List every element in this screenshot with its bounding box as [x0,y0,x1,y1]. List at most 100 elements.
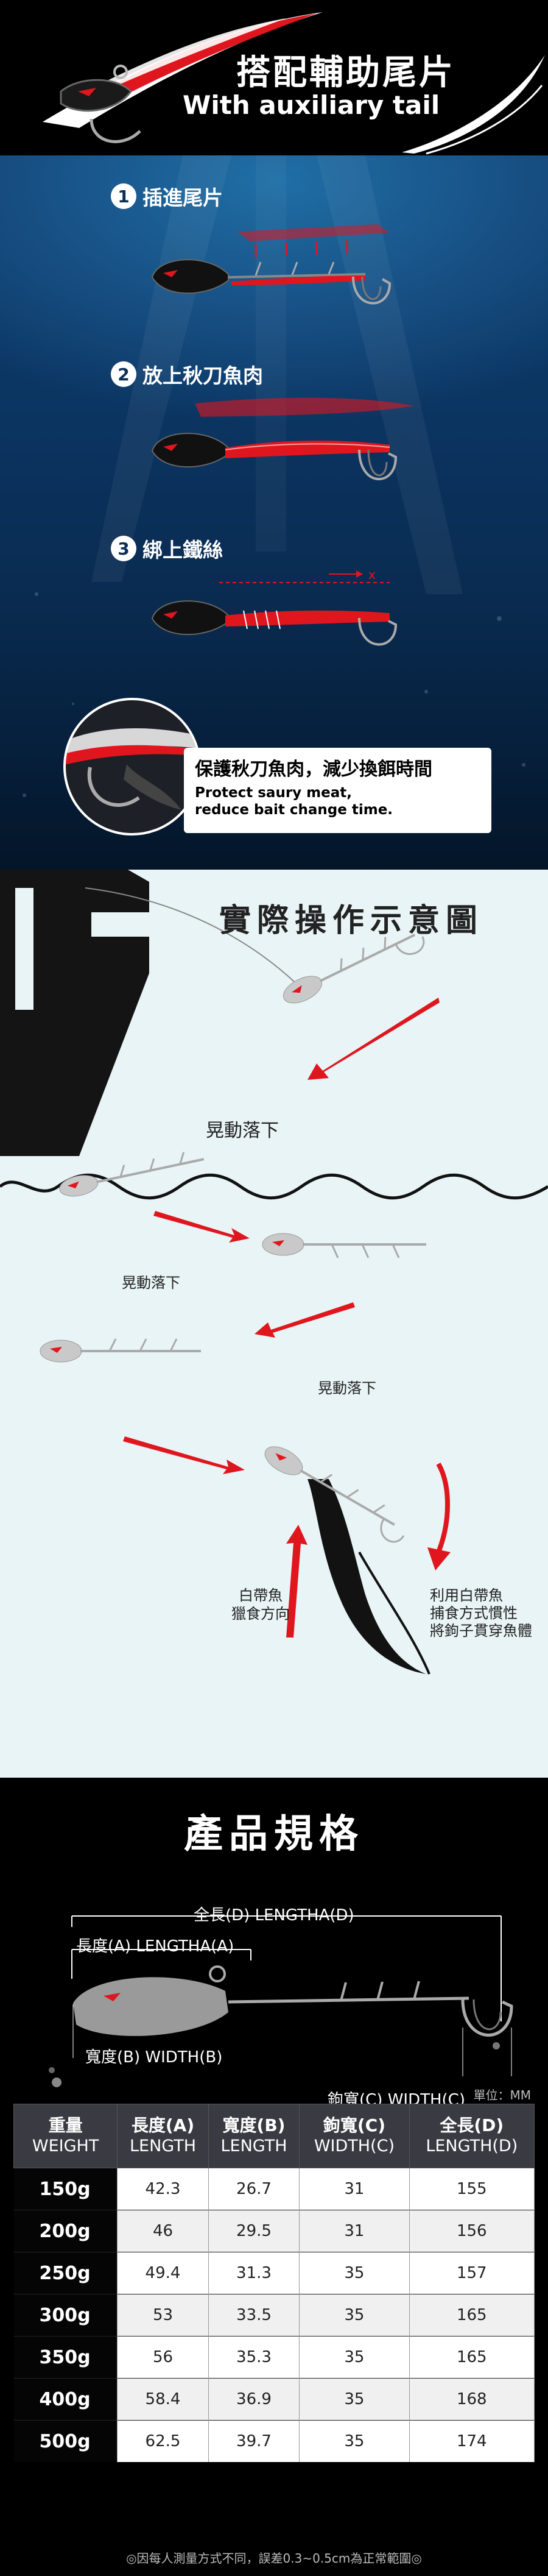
col-width-b-cn: 寬度(B) [222,2115,286,2135]
cell-length-a: 42.3 [117,2168,209,2210]
col-weight-cn: 重量 [48,2115,83,2135]
spec-title: 產品規格 [184,1812,364,1857]
spec-table: 重量 WEIGHT 長度(A) LENGTH 寬度(B) LENGTH 鉤寬(C) WI… [13,2104,535,2462]
step-3-label: 綁上鐵絲 [142,538,223,562]
step-3-lure-illustration: x [151,567,398,646]
step-3: 3 綁上鐵絲 [111,534,223,563]
demo-label-swing-1: 晃動落下 [206,1120,279,1141]
demo-label-hairtail-2: 獵食方向 [231,1605,290,1622]
step-1-lure-illustration [151,224,392,305]
spec-table-header: 重量 WEIGHT 長度(A) LENGTH 寬度(B) LENGTH 鉤寬(C) WI… [13,2104,535,2168]
cell-width-b: 36.9 [208,2378,300,2421]
cell-weight: 350g [13,2336,118,2379]
cell-length-d: 156 [409,2210,535,2252]
col-total-length-d-cn: 全長(D) [440,2115,504,2135]
cell-width-c: 31 [299,2210,410,2252]
cell-width-c: 35 [299,2378,410,2421]
col-length-a-en: LENGTH [129,2137,197,2156]
step-1: 1 插進尾片 [111,182,223,211]
step-3-number: 3 [111,536,136,561]
cell-length-d: 165 [409,2294,535,2336]
table-row: 500g 62.5 39.7 35 174 [13,2420,535,2462]
demo-label-swing-2: 晃動落下 [122,1274,180,1291]
step-2-lure-illustration [151,397,414,480]
col-total-length-d-en: LENGTH(D) [426,2137,518,2156]
cell-length-a: 62.5 [117,2420,209,2462]
cell-weight: 300g [13,2294,118,2336]
step-3-marker: x [368,567,376,582]
step-2-number: 2 [111,361,136,387]
step-2: 2 放上秋刀魚肉 [111,360,263,389]
unit-label: 單位：MM [473,2088,531,2102]
cell-weight: 250g [13,2252,118,2294]
protect-callout: 保護秋刀魚肉，減少換餌時間 Protect saury meat, reduce… [184,748,491,833]
dim-total-length: 全長(D) LENGTHA(D) [194,1906,354,1925]
header-subtitle: With auxiliary tail [183,90,440,120]
demo-section [0,870,548,1778]
col-hook-width-c-en: WIDTH(C) [314,2137,395,2156]
col-length-a-cn: 長度(A) [131,2115,195,2135]
cell-weight: 200g [13,2210,118,2252]
cell-length-d: 168 [409,2378,535,2421]
cell-length-d: 155 [409,2168,535,2210]
demo-label-hairtail-1: 白帶魚 [239,1587,283,1604]
cell-length-a: 49.4 [117,2252,209,2294]
col-length-a: 長度(A) LENGTH [117,2104,209,2168]
cell-width-b: 35.3 [208,2336,300,2379]
step-1-number: 1 [111,183,136,209]
demo-illustration [0,870,548,1675]
protect-text-en-1: Protect saury meat, [195,785,352,801]
cell-length-a: 56 [117,2336,209,2379]
table-row: 300g 53 33.5 35 165 [13,2294,535,2336]
cell-weight: 400g [13,2378,118,2421]
table-row: 400g 58.4 36.9 35 168 [13,2378,535,2421]
measurement-note: ◎因每人測量方式不同，誤差0.3~0.5cm為正常範圍◎ [126,2551,422,2566]
cell-width-b: 31.3 [208,2252,300,2294]
table-row: 250g 49.4 31.3 35 157 [13,2252,535,2294]
cell-length-a: 46 [117,2210,209,2252]
cell-length-a: 53 [117,2294,209,2336]
protect-text-cn: 保護秋刀魚肉，減少換餌時間 [195,759,432,780]
header-lure-illustration [43,12,545,155]
col-weight: 重量 WEIGHT [13,2104,118,2168]
table-row: 200g 46 29.5 31 156 [13,2210,535,2252]
cell-width-c: 35 [299,2420,410,2462]
step-1-label: 插進尾片 [142,186,223,210]
cell-width-c: 35 [299,2252,410,2294]
cell-length-d: 165 [409,2336,535,2379]
col-width-b-en: LENGTH [220,2137,287,2156]
demo-label-catch-1: 利用白帶魚 [430,1587,503,1604]
col-width-b: 寬度(B) LENGTH [208,2104,300,2168]
cell-width-c: 35 [299,2294,410,2336]
cell-width-b: 26.7 [208,2168,300,2210]
cell-width-b: 33.5 [208,2294,300,2336]
col-weight-en: WEIGHT [32,2137,99,2156]
demo-label-catch-3: 將鉤子貫穿魚體 [430,1622,532,1639]
demo-title: 實際操作示意圖 [219,902,484,939]
header-banner: 搭配輔助尾片 With auxiliary tail [0,0,548,155]
spec-diagram [49,1915,513,2087]
cell-width-b: 39.7 [208,2420,300,2462]
dim-length-a: 長度(A) LENGTHA(A) [76,1937,234,1956]
saury-closeup [63,698,201,836]
cell-length-d: 157 [409,2252,535,2294]
cell-width-c: 35 [299,2336,410,2379]
dim-width-b: 寬度(B) WIDTH(B) [85,2048,223,2067]
table-row: 350g 56 35.3 35 165 [13,2336,535,2379]
protect-text-en-2: reduce bait change time. [195,802,393,818]
header-title: 搭配輔助尾片 [236,53,455,93]
col-hook-width-c-cn: 鉤寬(C) [323,2115,385,2135]
demo-label-catch-2: 捕食方式慣性 [430,1605,518,1622]
cell-width-c: 31 [299,2168,410,2210]
demo-label-swing-3: 晃動落下 [318,1380,376,1397]
cell-weight: 500g [13,2420,118,2462]
step-2-label: 放上秋刀魚肉 [142,364,263,388]
table-row: 150g 42.3 26.7 31 155 [13,2168,535,2210]
cell-length-a: 58.4 [117,2378,209,2421]
col-hook-width-c: 鉤寬(C) WIDTH(C) [299,2104,410,2168]
cell-width-b: 29.5 [208,2210,300,2252]
cell-weight: 150g [13,2168,118,2210]
cell-length-d: 174 [409,2420,535,2462]
col-total-length-d: 全長(D) LENGTH(D) [409,2104,535,2168]
